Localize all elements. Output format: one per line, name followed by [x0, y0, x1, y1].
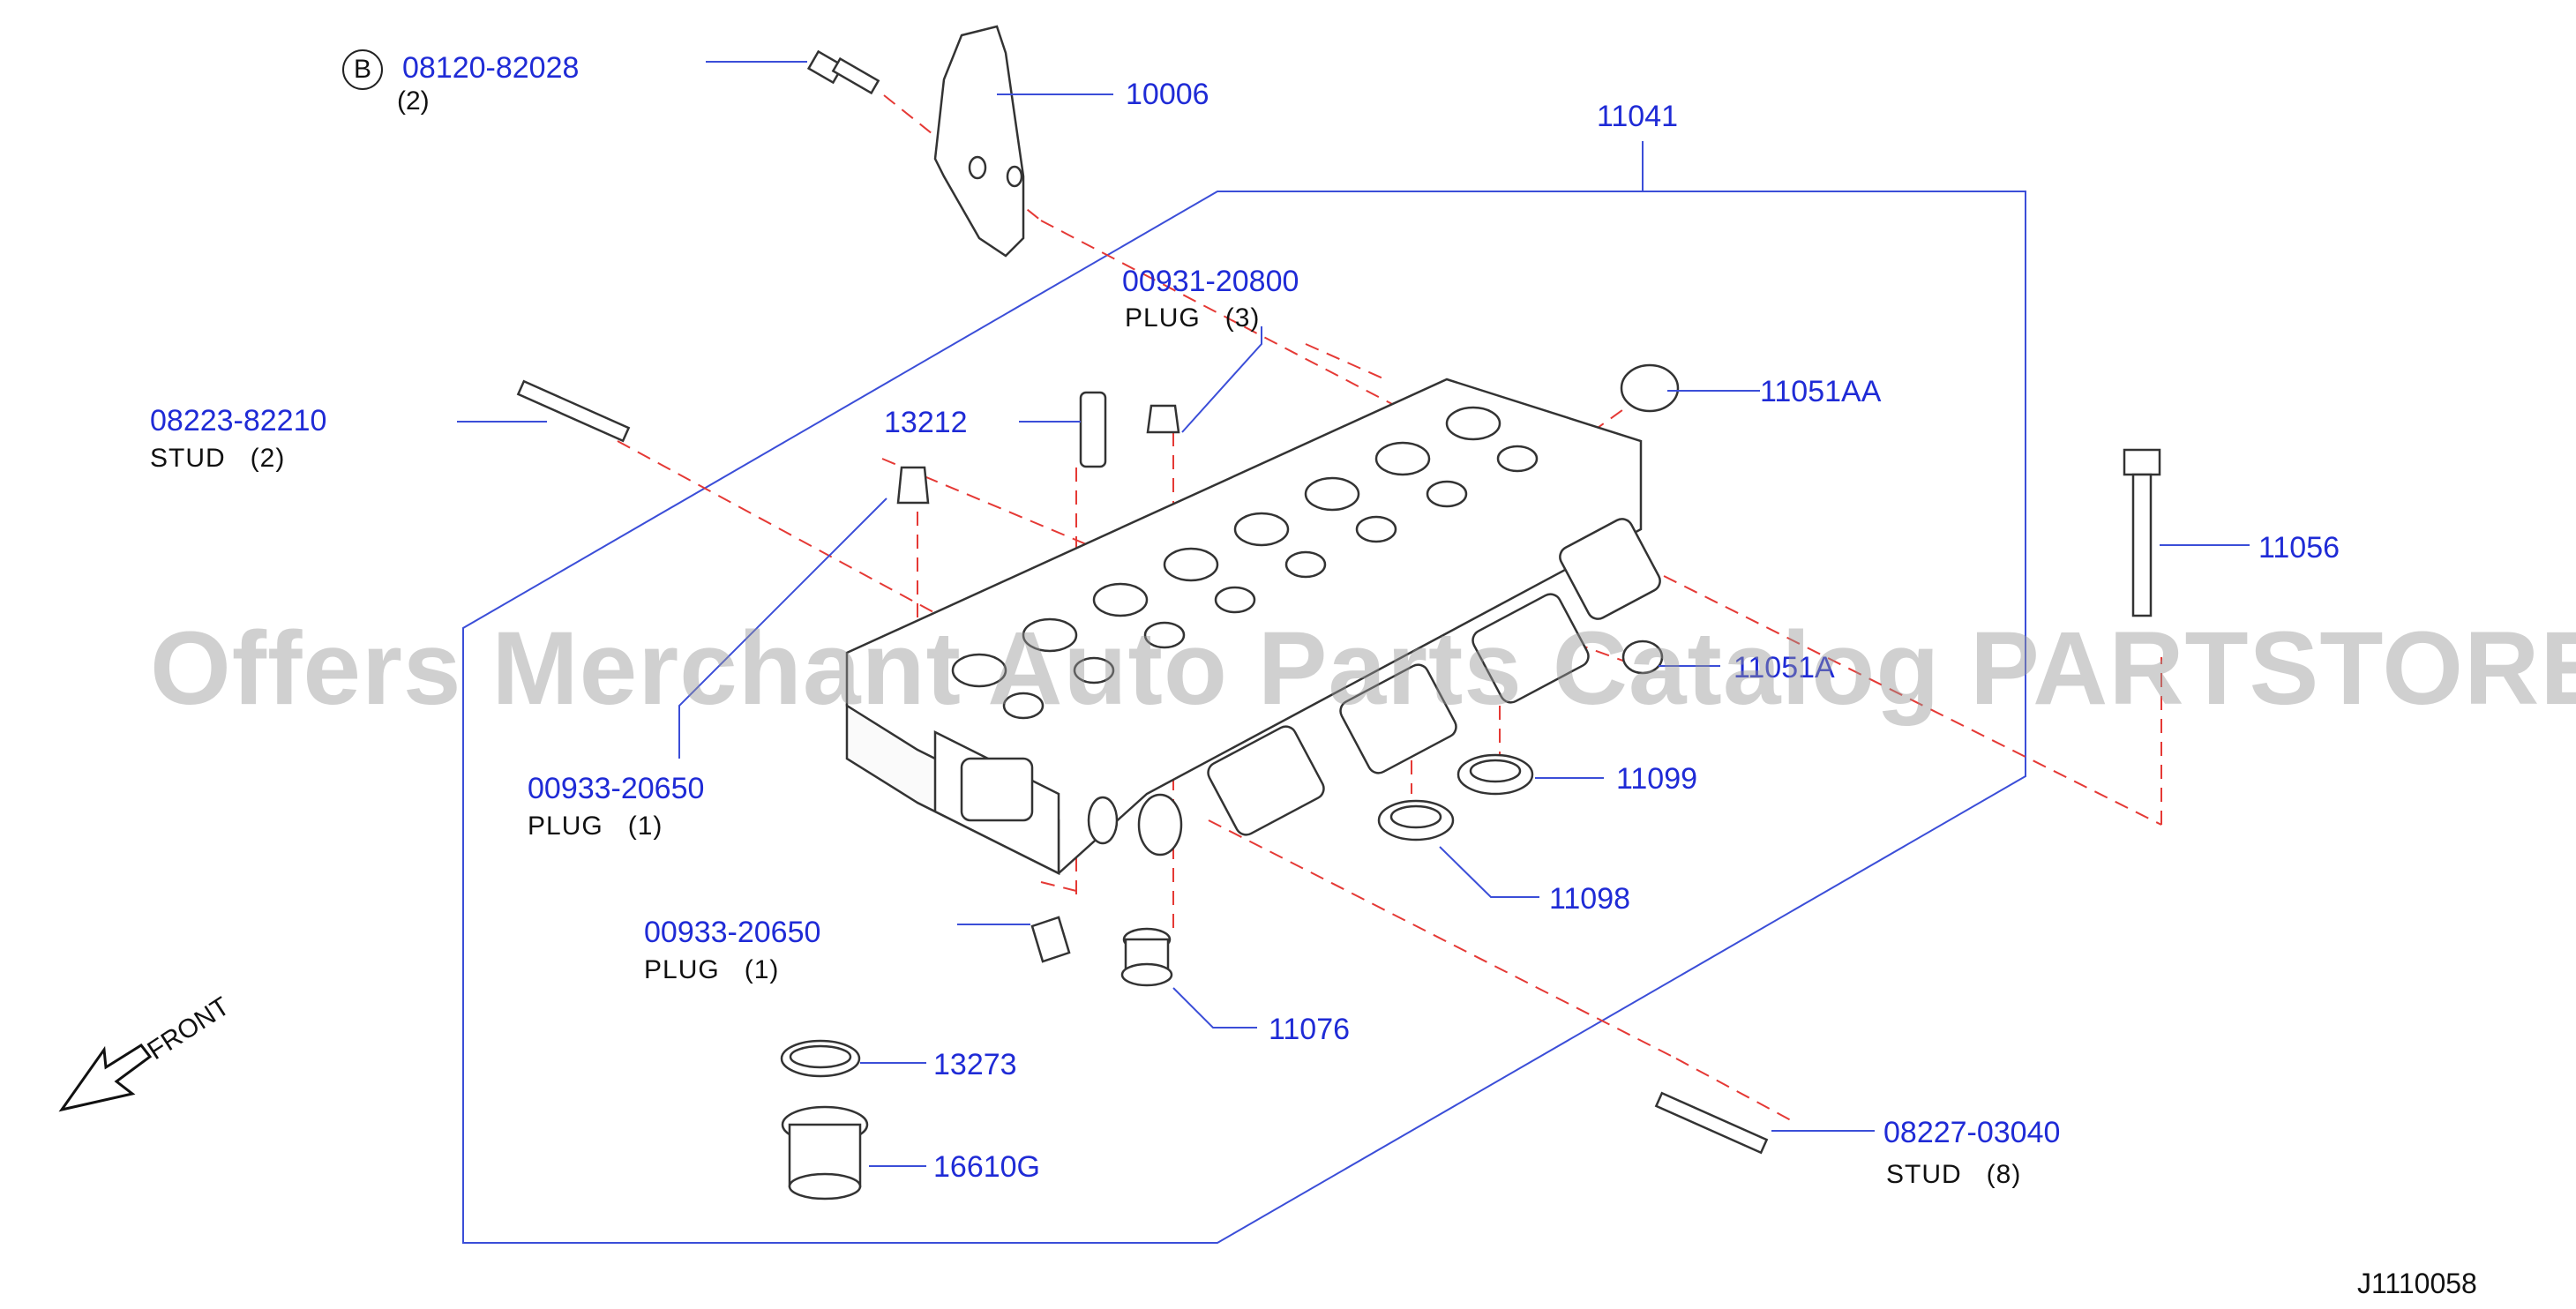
qty-text: (2): [250, 444, 286, 473]
desc-08223-82210: STUD (2): [150, 445, 285, 472]
cup-icon: [781, 1105, 869, 1201]
badge-b: B: [342, 49, 383, 90]
part-number-11051A[interactable]: 11051A: [1734, 651, 1835, 684]
part-number-11098[interactable]: 11098: [1549, 882, 1631, 916]
part-number-11076[interactable]: 11076: [1269, 1013, 1351, 1046]
qty-text: (3): [1224, 303, 1261, 333]
front-arrow-icon: [58, 1043, 153, 1112]
part-number-16610G[interactable]: 16610G: [933, 1150, 1040, 1184]
part-number-08223-82210[interactable]: 08223-82210: [150, 404, 327, 438]
part-number-00933-20650-b[interactable]: 00933-20650: [644, 916, 821, 949]
part-number-11041[interactable]: 11041: [1597, 100, 1679, 133]
desc-00933-20650-a: PLUG (1): [528, 813, 663, 840]
diagram-id: J1110058: [2357, 1268, 2477, 1299]
part-number-11056[interactable]: 11056: [2258, 531, 2340, 565]
plug-bottom-icon: [1030, 916, 1071, 963]
plug-top-icon: [1146, 404, 1180, 434]
part-number-13273[interactable]: 13273: [933, 1048, 1017, 1081]
desc-text: STUD: [1886, 1160, 1962, 1189]
cylinder-head: [845, 378, 1661, 876]
desc-00931-20800: PLUG (3): [1125, 305, 1260, 332]
part-number-11051AA[interactable]: 11051AA: [1760, 375, 1882, 408]
desc-text: PLUG: [528, 812, 603, 841]
part-number-13212[interactable]: 13212: [884, 406, 968, 439]
part-number-10006[interactable]: 10006: [1126, 78, 1209, 111]
cap-icon: [1620, 363, 1680, 413]
qty-text: (1): [744, 955, 780, 984]
leader-lines: [457, 61, 2250, 1167]
long-bolt-icon: [2123, 448, 2161, 617]
desc-00933-20650-b: PLUG (1): [644, 957, 779, 984]
qty-08120-82028: (2): [397, 86, 430, 116]
grommet-icon: [1120, 927, 1173, 987]
part-number-00931-20800[interactable]: 00931-20800: [1122, 265, 1299, 298]
plug-left-icon: [896, 466, 930, 505]
part-number-08120-82028[interactable]: 08120-82028: [402, 51, 580, 85]
part-number-00933-20650-a[interactable]: 00933-20650: [528, 772, 705, 805]
part-number-11099[interactable]: 11099: [1616, 762, 1698, 796]
bracket-icon: [933, 25, 1025, 258]
desc-text: PLUG: [1125, 303, 1201, 333]
small-parts: [516, 25, 2161, 1201]
desc-text: PLUG: [644, 955, 720, 984]
qty-text: (8): [1986, 1160, 2022, 1189]
desc-text: STUD: [150, 444, 226, 473]
stud-left-icon: [516, 379, 631, 443]
desc-08227-03040: STUD (8): [1886, 1162, 2021, 1188]
stud-right-icon: [1654, 1091, 1769, 1155]
assembly-boundary: [462, 191, 2026, 1244]
qty-text: (1): [627, 812, 663, 841]
flange-bolt-icon: [806, 49, 880, 95]
cap-small-icon: [1621, 640, 1664, 675]
dowel-icon: [1079, 391, 1107, 468]
part-number-08227-03040[interactable]: 08227-03040: [1883, 1116, 2061, 1149]
